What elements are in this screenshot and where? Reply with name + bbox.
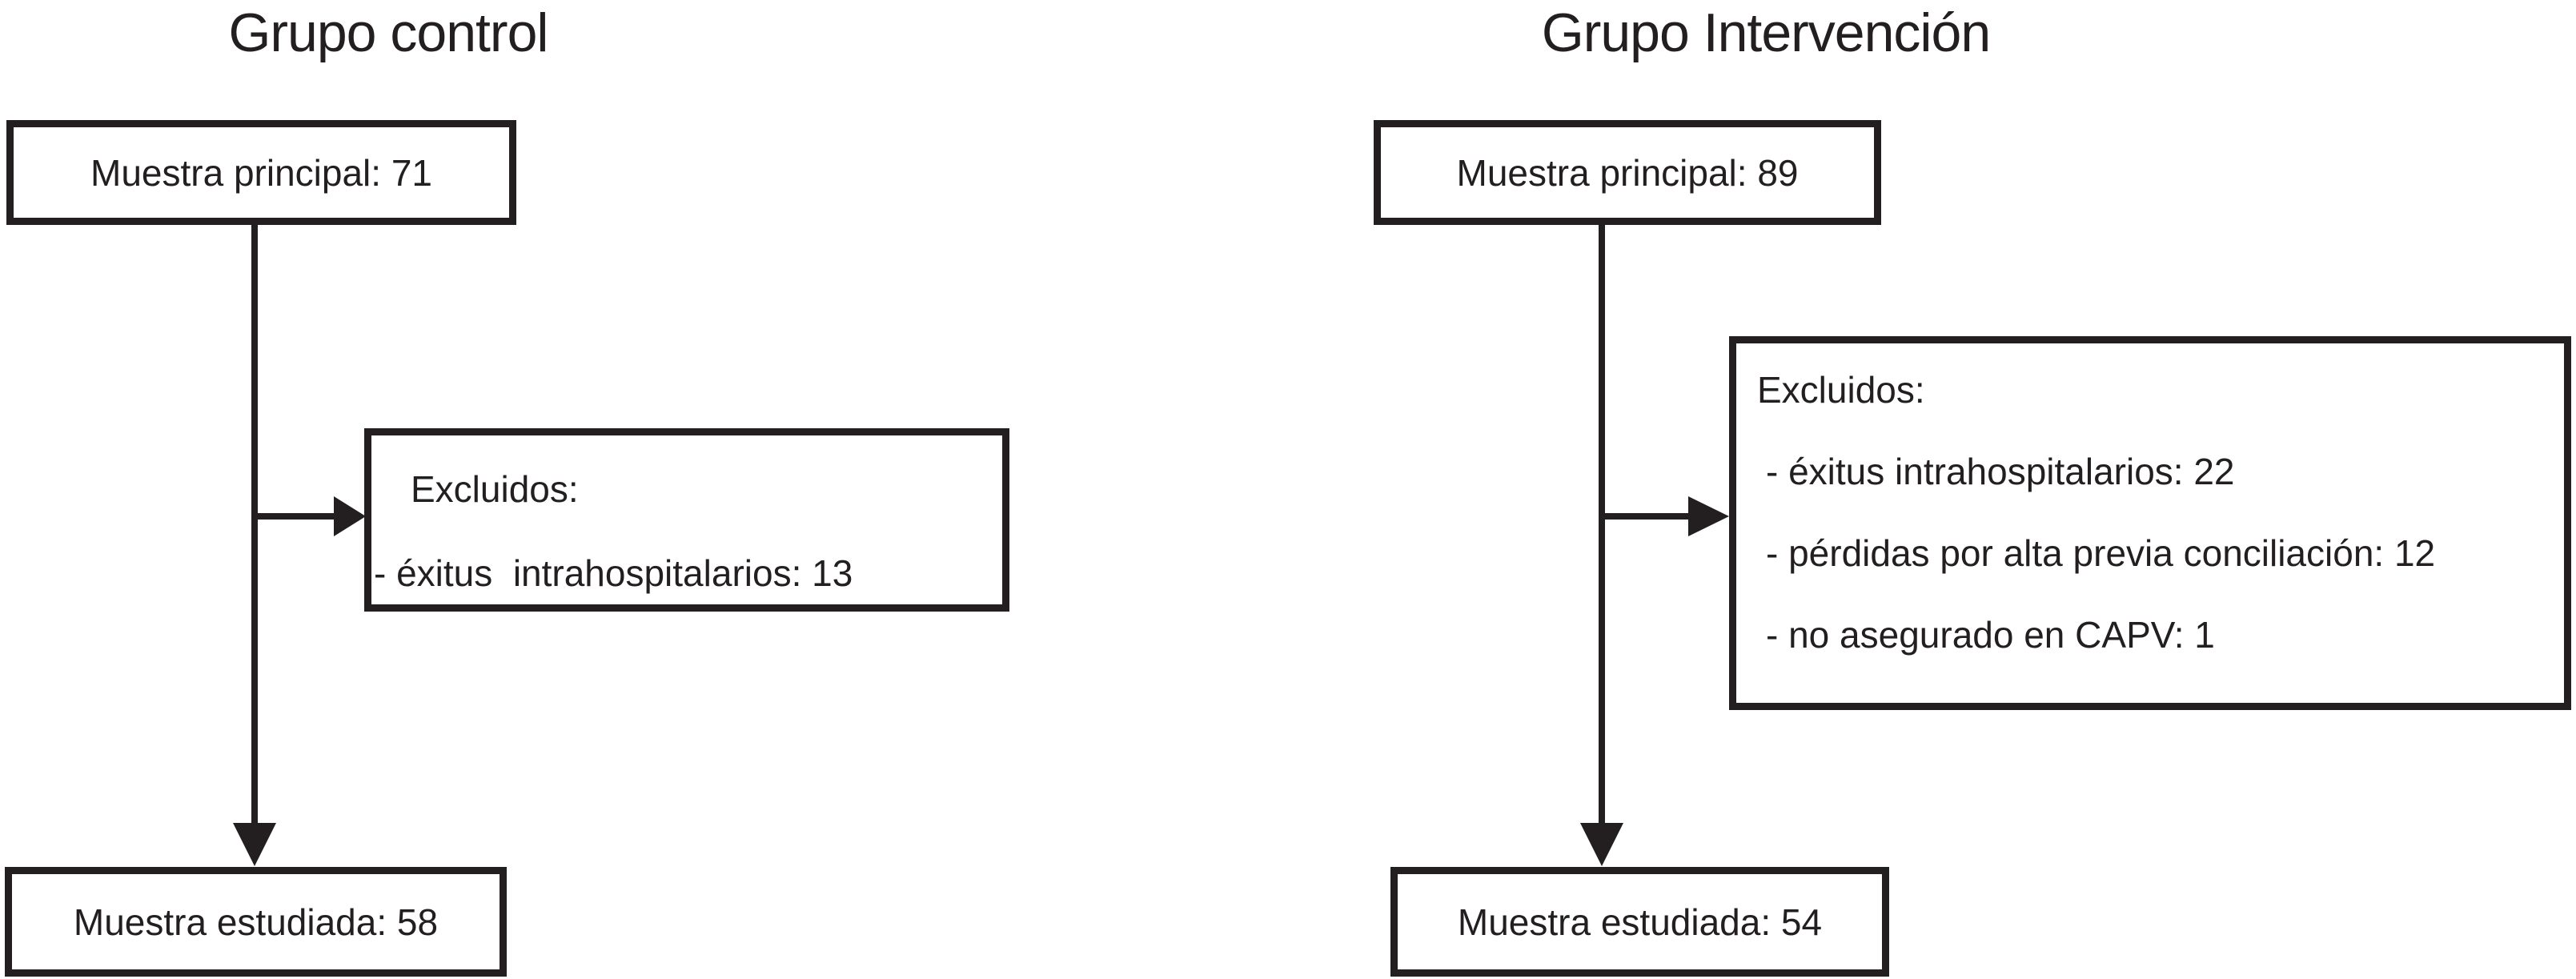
excluded-item-intervention: - éxitus intrahospitalarios: 22 bbox=[1766, 451, 2235, 492]
main-sample-box-control: Muestra principal: 71 bbox=[6, 120, 516, 225]
flow-line-branch-intervention bbox=[1602, 513, 1688, 520]
studied-sample-label-control: Muestra estudiada: 58 bbox=[73, 901, 439, 943]
studied-sample-label-intervention: Muestra estudiada: 54 bbox=[1457, 901, 1823, 943]
flow-line-branch-control bbox=[255, 513, 335, 520]
group-title-control: Grupo control bbox=[228, 2, 549, 63]
arrow-down-icon-intervention bbox=[1580, 823, 1623, 866]
excluded-header-control: Excluidos: bbox=[411, 467, 579, 510]
excluded-box-intervention: Excluidos: - éxitus intrahospitalarios: … bbox=[1729, 336, 2571, 710]
excluded-item-control: - éxitus intrahospitalarios: 13 bbox=[374, 552, 853, 594]
main-sample-box-intervention: Muestra principal: 89 bbox=[1374, 120, 1881, 225]
arrow-right-icon-control bbox=[334, 496, 366, 536]
arrow-right-icon-intervention bbox=[1688, 496, 1729, 536]
excluded-header-intervention: Excluidos: bbox=[1757, 369, 1925, 411]
studied-sample-box-control: Muestra estudiada: 58 bbox=[5, 867, 507, 977]
flow-line-vertical-control bbox=[251, 225, 258, 823]
excluded-box-control: Excluidos: - éxitus intrahospitalarios: … bbox=[364, 428, 1009, 612]
excluded-item-intervention: - pérdidas por alta previa conciliación:… bbox=[1766, 532, 2436, 574]
flow-line-vertical-intervention bbox=[1599, 225, 1605, 823]
arrow-down-icon-control bbox=[233, 823, 276, 866]
main-sample-label-control: Muestra principal: 71 bbox=[90, 151, 432, 194]
group-title-intervention: Grupo Intervención bbox=[1541, 2, 1991, 63]
studied-sample-box-intervention: Muestra estudiada: 54 bbox=[1390, 867, 1889, 977]
excluded-item-intervention: - no asegurado en CAPV: 1 bbox=[1766, 614, 2215, 656]
main-sample-label-intervention: Muestra principal: 89 bbox=[1456, 151, 1799, 194]
